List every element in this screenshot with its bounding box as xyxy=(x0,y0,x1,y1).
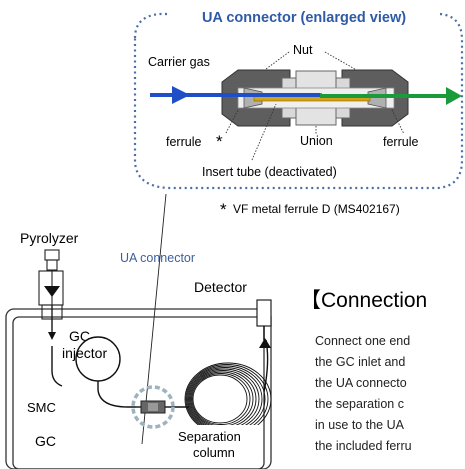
gc-injector-label-line1: GC xyxy=(69,328,90,344)
separation-column-coil xyxy=(184,362,272,436)
gc-injector-label-line2: injector xyxy=(62,345,107,361)
detector-label: Detector xyxy=(194,279,247,295)
ferrule-left-label: ferrule xyxy=(166,135,201,149)
ua-connector-label: UA connector xyxy=(120,251,195,265)
callout-title: UA connector (enlarged view) xyxy=(202,10,406,26)
gc-label: GC xyxy=(35,433,56,449)
body-line: the UA connecto xyxy=(315,376,407,390)
insert-tube-label: Insert tube (deactivated) xyxy=(202,165,337,179)
union-label: Union xyxy=(300,134,333,148)
ferrule-asterisk: * xyxy=(216,132,223,151)
smc-label: SMC xyxy=(27,400,56,415)
gc-oven-outer xyxy=(5,308,272,469)
connection-body-text: Connect one end the GC inlet and the UA … xyxy=(315,334,412,453)
pyrolyzer-label: Pyrolyzer xyxy=(20,230,79,246)
ferrule-right-label: ferrule xyxy=(383,135,418,149)
pyrolyzer-unit xyxy=(38,249,64,306)
footnote-text: VF metal ferrule D (MS402167) xyxy=(233,202,400,216)
separation-column-label-line1: Separation xyxy=(178,429,241,444)
body-line: the separation c xyxy=(315,397,404,411)
body-line: the included ferru xyxy=(315,439,412,453)
separation-column-label-line2: column xyxy=(193,445,235,460)
connection-heading: 【Connection xyxy=(300,289,427,312)
detector-arrow xyxy=(259,338,271,348)
body-line: the GC inlet and xyxy=(315,355,405,369)
footnote-asterisk: * xyxy=(220,200,227,219)
nut-label: Nut xyxy=(293,43,313,57)
body-line: in use to the UA xyxy=(315,418,405,432)
carrier-gas-label: Carrier gas xyxy=(148,55,210,69)
ua-connector-highlight-ring xyxy=(131,385,175,429)
enlarged-view-callout: UA connector (enlarged view) Carrier gas… xyxy=(133,5,464,190)
body-line: Connect one end xyxy=(315,334,410,348)
detector-unit xyxy=(256,299,272,327)
